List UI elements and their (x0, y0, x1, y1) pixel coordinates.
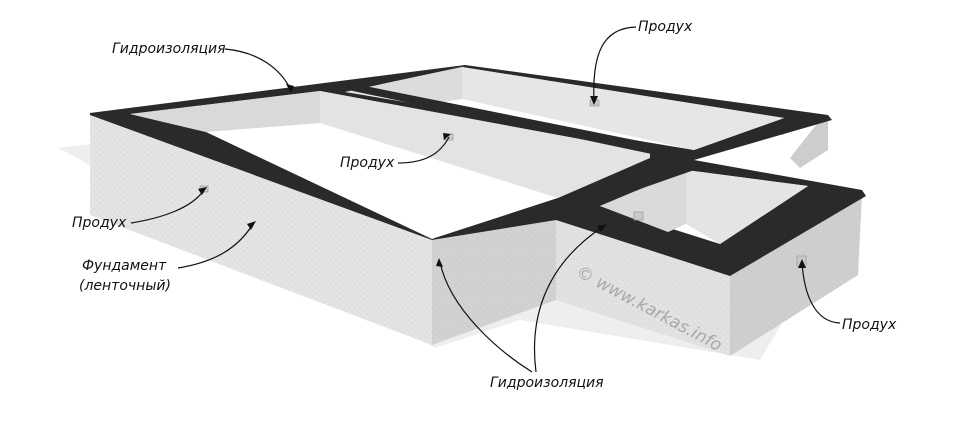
divider-strip-2 (558, 163, 700, 210)
label-foundation-line2: (ленточный) (79, 278, 171, 294)
leader-vent-left (130, 189, 205, 224)
label-waterproofing-top: Гидроизоляция (112, 41, 226, 57)
leader-lines (130, 26, 841, 373)
leader-arrowheads (198, 84, 806, 268)
label-vent-right: Продух (842, 317, 897, 333)
leader-vent-right (801, 261, 841, 324)
label-waterproofing-bottom: Гидроизоляция (490, 375, 604, 391)
divider-strip-1 (320, 82, 694, 160)
leader-waterproofing-top (224, 48, 292, 91)
leader-waterproofing-bottom-2 (533, 225, 605, 373)
label-foundation-line1: Фундамент (82, 258, 167, 274)
leader-foundation (177, 223, 254, 269)
label-vent-middle: Продух (340, 155, 395, 171)
leader-waterproofing-bottom-1 (439, 261, 533, 373)
leader-vent-middle (397, 136, 450, 164)
label-vent-left: Продух (72, 215, 127, 231)
back-right-wall-face (790, 118, 828, 168)
leader-vent-top-right (593, 26, 637, 103)
label-vent-top-right: Продух (638, 19, 693, 35)
